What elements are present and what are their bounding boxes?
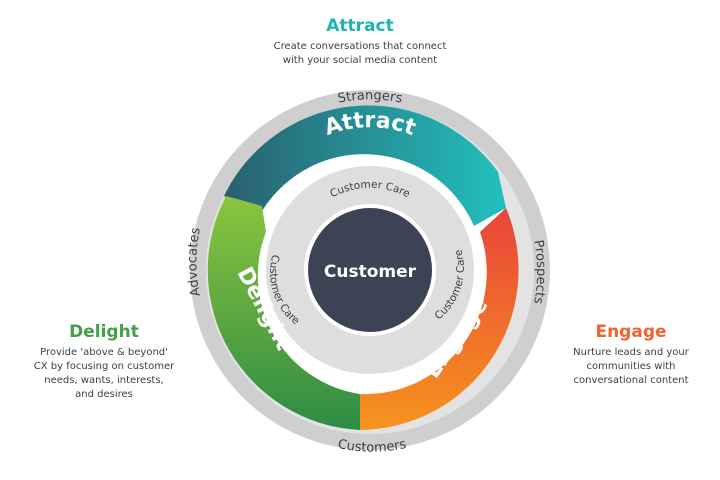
engage-info-panel: Engage Nurture leads and your communitie… [556,322,706,388]
engage-panel-title: Engage [595,322,667,342]
center-label: Customer [324,262,417,282]
delight-arc [207,196,360,430]
attract-panel-description: Create conversations that connect with y… [273,41,447,66]
engage-panel-description: Nurture leads and your communities with … [573,347,689,386]
delight-panel-description: Provide 'above & beyond' CX by focusing … [33,347,175,400]
attract-info-panel: Attract Create conversations that connec… [240,16,480,68]
engage-arc [360,208,519,430]
outer-label-prospects: Prospects [530,239,548,305]
customer-core [308,208,432,332]
outer-label-strangers: Strangers [337,88,404,106]
attract-panel-title: Attract [326,16,394,36]
delight-panel-title: Delight [69,322,139,342]
delight-info-panel: Delight Provide 'above & beyond' CX by f… [22,322,186,402]
attract-arc [224,105,506,226]
